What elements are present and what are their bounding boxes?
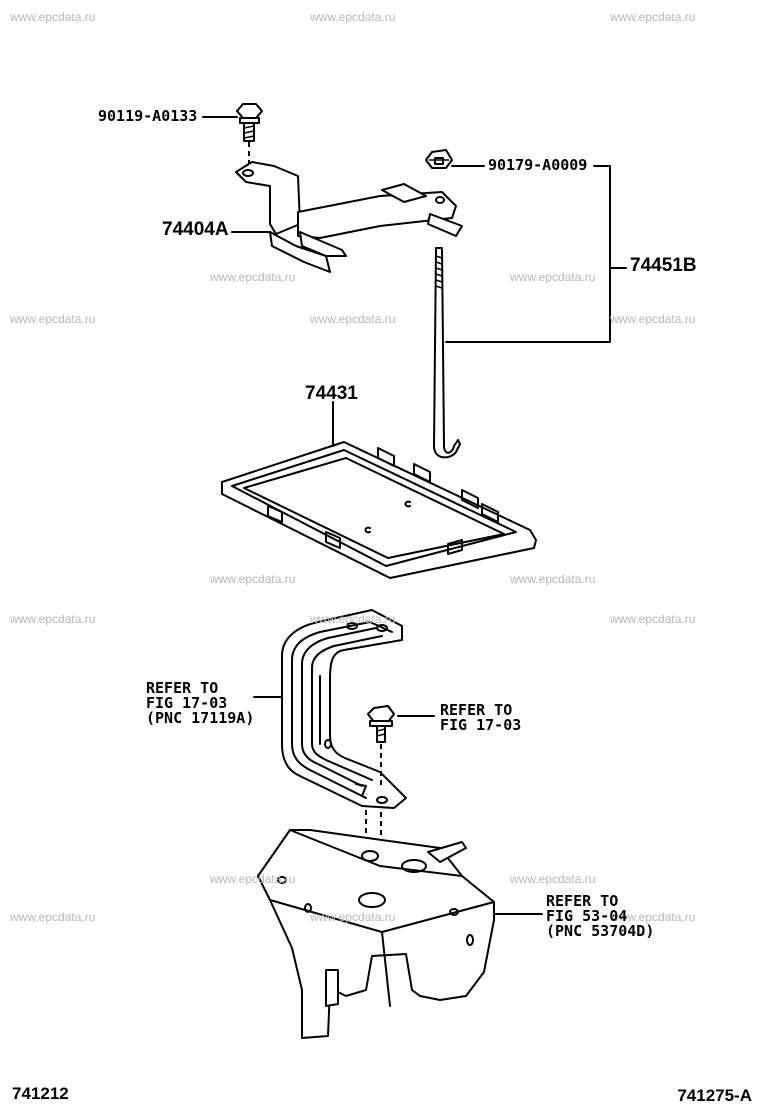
ref-line: REFER TO [546,892,619,910]
watermark: www.epcdata.ru [310,910,396,924]
watermark: www.epcdata.ru [210,872,296,886]
ref-line: (PNC 53704D) [546,922,655,940]
watermark: www.epcdata.ru [610,612,696,626]
ref-line: FIG 17-03 [146,694,228,712]
part-label-90119-a0133: 90119-A0133 [98,107,198,125]
watermark: www.epcdata.ru [510,572,596,586]
watermark: www.epcdata.ru [610,10,696,24]
ref-line: REFER TO [146,679,219,697]
mount-base-53704d-icon [257,829,495,1039]
part-label-74431: 74431 [305,383,358,404]
bolt-17-03-icon [367,705,395,743]
watermark: www.epcdata.ru [310,312,396,326]
watermark: www.epcdata.ru [210,572,296,586]
ref-label-fig-53-04-pnc-53704d: REFER TO FIG 53-04 (PNC 53704D) [546,894,654,939]
watermark: www.epcdata.ru [10,910,96,924]
rod-74451b-icon [433,247,461,459]
battery-tray-74431-icon [221,441,537,579]
ref-label-fig-17-03: REFER TO FIG 17-03 [440,703,521,733]
part-label-90179-a0009: 90179-A0009 [488,156,588,174]
nut-90179-icon [425,149,453,169]
figure-code-left: 741212 [12,1084,69,1103]
watermark: www.epcdata.ru [610,312,696,326]
watermark: www.epcdata.ru [510,270,596,284]
watermark: www.epcdata.ru [210,270,296,284]
ref-line: (PNC 17119A) [146,709,255,727]
watermark: www.epcdata.ru [10,612,96,626]
figure-code-right: 741275-A [677,1086,752,1105]
ref-line: FIG 53-04 [546,907,628,925]
ref-line: FIG 17-03 [440,716,522,734]
part-label-74404a: 74404A [162,219,229,240]
ref-line: REFER TO [440,701,513,719]
bracket-17119a-icon [281,609,407,809]
watermark: www.epcdata.ru [310,612,396,626]
watermark: www.epcdata.ru [610,910,696,924]
ref-label-fig-17-03-pnc-17119a: REFER TO FIG 17-03 (PNC 17119A) [146,681,254,726]
watermark: www.epcdata.ru [310,10,396,24]
watermark: www.epcdata.ru [10,312,96,326]
bolt-90119-icon [236,103,263,142]
clamp-74404a-icon [235,161,463,273]
watermark: www.epcdata.ru [10,10,96,24]
part-label-74451b: 74451B [630,255,697,276]
watermark: www.epcdata.ru [510,872,596,886]
